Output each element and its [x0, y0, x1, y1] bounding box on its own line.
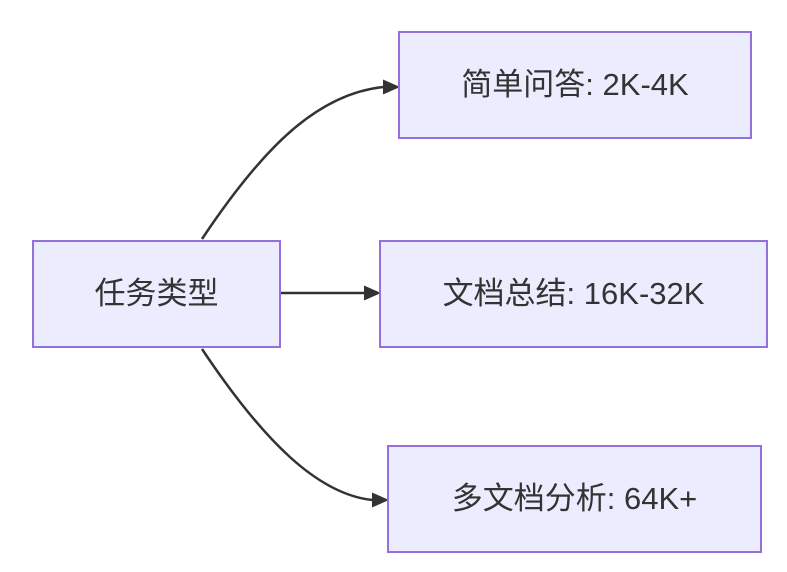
node-multi-doc-analysis: 多文档分析: 64K+ [387, 445, 762, 553]
node-multi-doc-analysis-label: 多文档分析: 64K+ [451, 481, 698, 517]
node-doc-summary-label: 文档总结: 16K-32K [442, 276, 705, 312]
edge-root-to-branch0 [200, 85, 384, 240]
node-simple-qa-label: 简单问答: 2K-4K [461, 67, 689, 103]
node-task-type-label: 任务类型 [94, 276, 219, 312]
node-simple-qa: 简单问答: 2K-4K [398, 31, 752, 139]
edge-root-to-branch2 [200, 348, 373, 502]
node-task-type: 任务类型 [32, 240, 281, 348]
node-doc-summary: 文档总结: 16K-32K [379, 240, 768, 348]
